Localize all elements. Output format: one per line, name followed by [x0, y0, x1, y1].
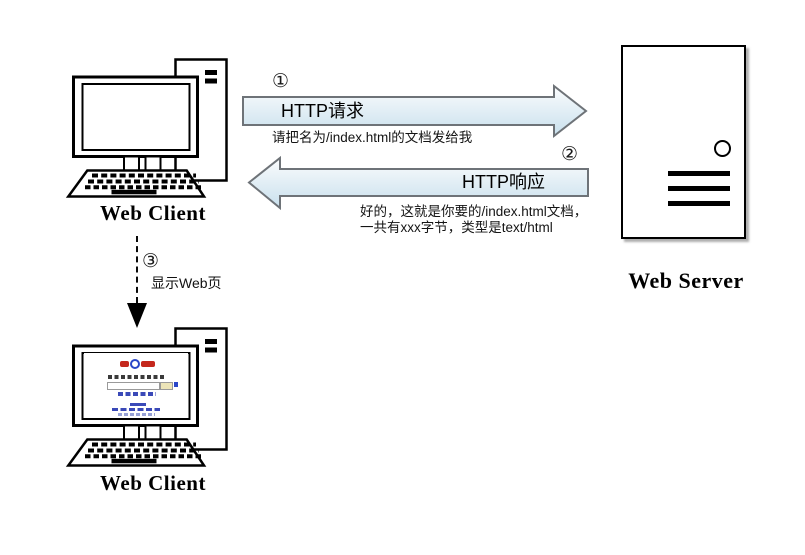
client-computer: [68, 60, 226, 197]
logo-blue-ring-icon: [130, 358, 140, 369]
server-vent: [668, 201, 730, 206]
server-power-button-icon: [714, 140, 731, 157]
display-dashed-line: [136, 236, 138, 303]
webpage-search-button: [160, 381, 173, 390]
web-server-label: Web Server: [628, 268, 744, 293]
logo-red-block: [141, 360, 155, 367]
response-note-line1: 好的，这就是你要的/index.html文档，: [360, 204, 588, 219]
web-server-graphic: [621, 45, 746, 239]
step3-badge: ③: [142, 250, 160, 272]
step2-badge: ②: [561, 143, 579, 165]
webpage-link-row: [118, 392, 156, 396]
http-response-arrow: [247, 155, 589, 211]
response-arrow-shape: [247, 155, 589, 211]
response-note-line2: 一共有xxx字节，类型是text/html: [360, 220, 553, 235]
web-client-top-label: Web Client: [100, 201, 206, 225]
display-step-label: 显示Web页: [151, 275, 222, 291]
request-arrow-shape: [242, 83, 588, 139]
webpage-corner-icon: [174, 382, 178, 387]
request-note: 请把名为/index.html的文档发给我: [272, 130, 473, 145]
response-arrow-title: HTTP响应: [462, 172, 545, 192]
server-vent: [668, 171, 730, 176]
request-arrow-title: HTTP请求: [281, 101, 364, 121]
webpage-nav-links: [108, 375, 166, 379]
step1-badge: ①: [272, 70, 290, 92]
rendered-webpage: [84, 353, 188, 417]
webpage-logo: [120, 358, 155, 369]
web-client-bottom-label: Web Client: [100, 471, 206, 495]
webpage-search-box: [107, 381, 160, 390]
web-client-top-graphic: [55, 50, 240, 200]
display-arrowhead-icon: [127, 303, 147, 328]
response-note: 好的，这就是你要的/index.html文档， 一共有xxx字节，类型是text…: [360, 204, 587, 236]
http-request-arrow: [242, 83, 588, 139]
webpage-footer-line: [130, 403, 146, 406]
webpage-footer-line: [112, 408, 160, 411]
logo-red-block: [120, 360, 129, 367]
server-vent: [668, 186, 730, 191]
webpage-footer-line: [118, 413, 155, 416]
